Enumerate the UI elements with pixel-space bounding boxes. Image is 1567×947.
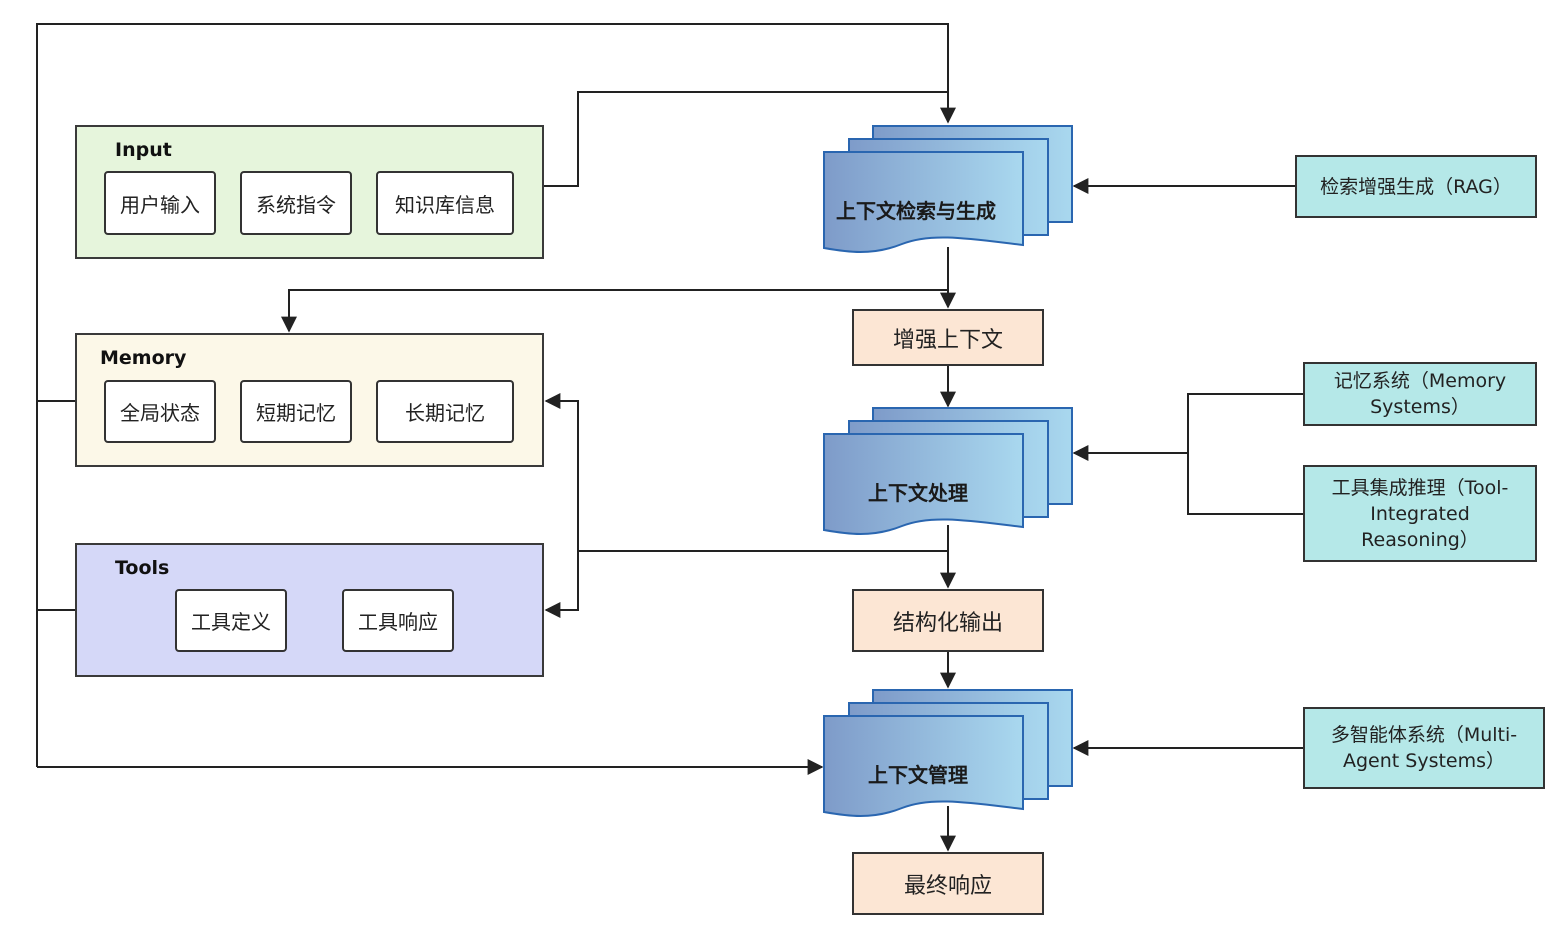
feedback-to-tools-line (544, 551, 579, 618)
rag-box: 检索增强生成（RAG） (1295, 155, 1537, 218)
input-group-title: Input (115, 139, 172, 161)
structured-output-box: 结构化输出 (852, 589, 1044, 652)
input-to-retrieval-line (544, 91, 948, 187)
memory-systems-line (1187, 393, 1303, 515)
tools-item-definition: 工具定义 (175, 589, 287, 652)
final-response-box: 最终响应 (852, 852, 1044, 915)
input-item-user-input: 用户输入 (104, 171, 216, 235)
multi-agent-box: 多智能体系统（Multi-Agent Systems） (1303, 707, 1545, 789)
feedback-to-memory-line (544, 393, 579, 551)
tools-item-response: 工具响应 (342, 589, 454, 652)
memory-item-short-term: 短期记忆 (240, 380, 352, 443)
management-document-stack (823, 689, 1073, 817)
tools-group-title: Tools (115, 557, 170, 579)
memory-systems-box: 记忆系统（Memory Systems） (1303, 362, 1537, 426)
left-bus-line (36, 23, 956, 767)
retrieval-document-stack (823, 125, 1073, 253)
tools-group: Tools (75, 543, 544, 677)
memory-item-global-state: 全局状态 (104, 380, 216, 443)
processing-document-stack (823, 407, 1073, 535)
input-item-system-instruction: 系统指令 (240, 171, 352, 235)
processing-stage-label: 上下文处理 (868, 481, 968, 505)
retrieval-stage-label: 上下文检索与生成 (836, 199, 996, 223)
tool-reasoning-box: 工具集成推理（Tool-Integrated Reasoning） (1303, 465, 1537, 562)
management-stage-label: 上下文管理 (868, 763, 968, 787)
memory-item-long-term: 长期记忆 (376, 380, 514, 443)
input-item-knowledge-base: 知识库信息 (376, 171, 514, 235)
enhanced-context-box: 增强上下文 (852, 309, 1044, 366)
memory-group-title: Memory (100, 347, 187, 369)
retrieval-to-memory-line (281, 289, 948, 333)
